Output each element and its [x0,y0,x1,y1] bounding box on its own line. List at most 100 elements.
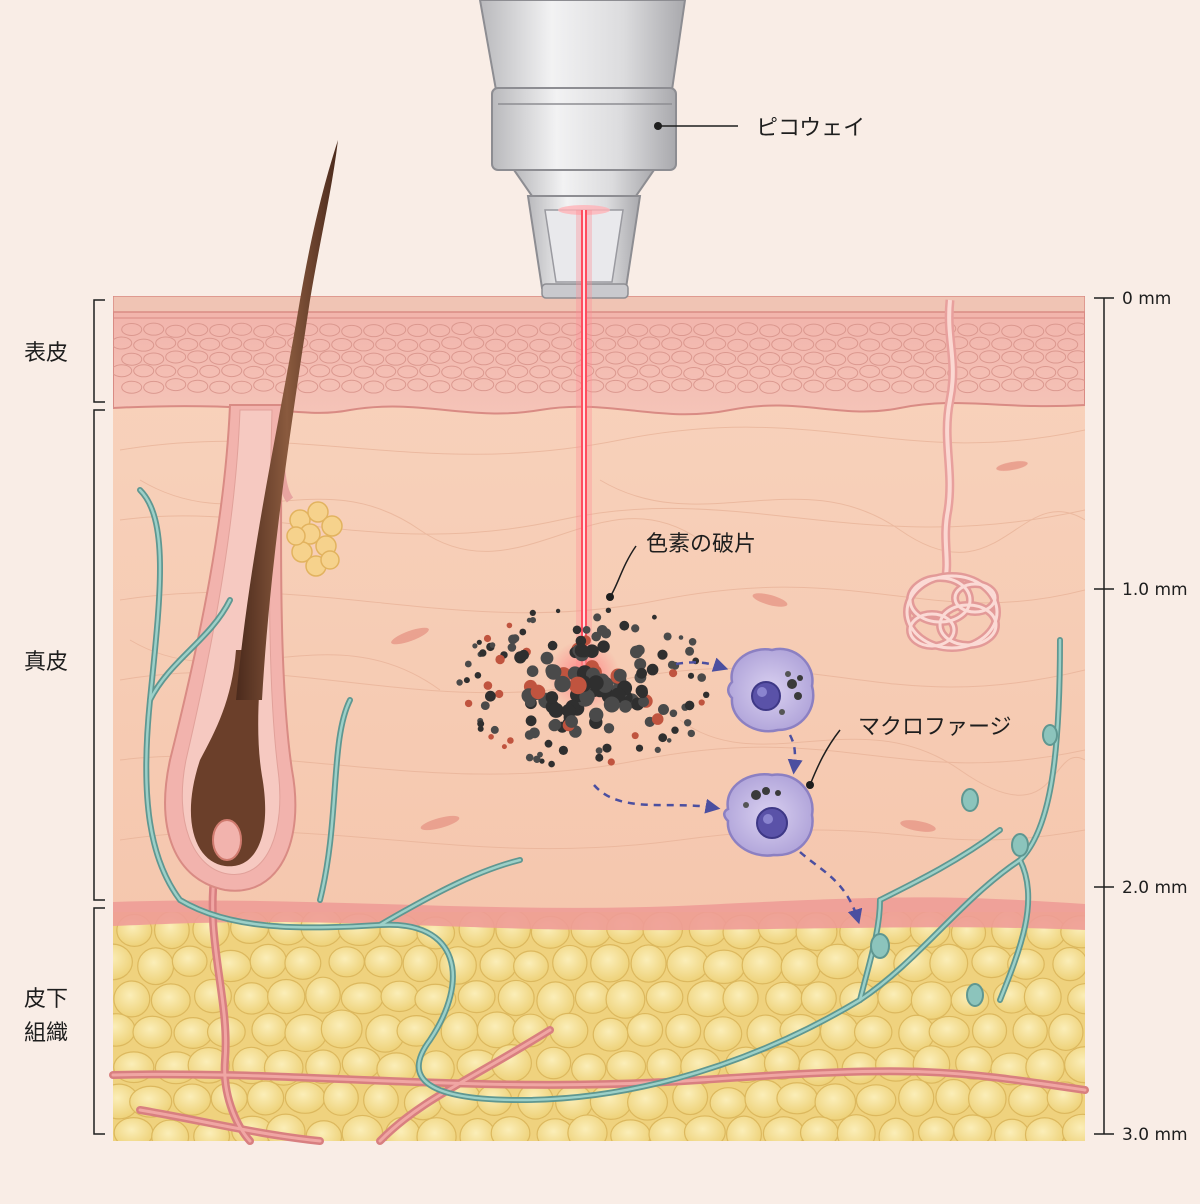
fat-cell [341,1114,384,1141]
pigment-particle [540,651,554,665]
fat-cell [132,1015,173,1049]
fat-cell [971,1013,1008,1049]
keratinocyte [121,352,143,366]
keratinocyte [649,379,671,393]
pigment-particle [582,626,591,634]
keratinocyte [165,350,187,364]
keratinocyte [133,338,155,352]
pigment-particle [685,646,695,656]
keratinocyte [473,352,495,366]
fat-cell [1024,1117,1065,1141]
fat-cell [322,1080,359,1116]
keratinocyte [1035,365,1057,379]
layer-brackets [93,299,105,1135]
keratinocyte [671,323,693,337]
pigment-particle [603,723,615,734]
keratinocyte [463,366,485,380]
pigment-particle [507,643,517,652]
keratinocyte [265,364,287,378]
keratinocyte [495,324,517,338]
keratinocyte [451,378,473,392]
keratinocyte [407,352,429,366]
keratinocyte [495,352,517,366]
fat-cell [457,980,496,1014]
fat-cell [173,1016,213,1049]
fat-cell [666,945,709,983]
keratinocyte [375,364,397,378]
pigment-particle [684,719,692,727]
keratinocyte [121,380,143,394]
fat-cell [665,1013,702,1049]
keratinocyte [143,380,165,394]
keratinocyte [913,351,935,365]
subcutis-label: 皮下 [24,987,68,1012]
fat-cell [610,1119,651,1141]
pigment-particle [687,729,695,738]
fat-cell [993,1118,1030,1141]
pigment-particle [602,743,612,753]
keratinocyte [529,365,551,379]
keratinocyte [693,352,715,366]
pigment-label: 色素の破片 [646,532,756,557]
keratinocyte [199,337,221,351]
fat-cell [780,948,821,986]
keratinocyte [551,336,573,350]
fat-cell [776,1082,818,1115]
keratinocyte [187,350,209,364]
fat-cell [479,947,517,982]
pigment-particle [518,649,529,661]
keratinocyte [385,323,407,337]
fat-cell [251,1012,288,1047]
keratinocyte [1023,378,1045,392]
pigment-particle [578,646,590,658]
keratinocyte [727,338,749,352]
keratinocyte [957,380,979,394]
pigment-particle [464,660,472,668]
keratinocyte [331,364,353,378]
pigment-particle [474,672,482,679]
fat-cell [113,943,133,981]
fat-cell [113,980,151,1018]
fat-cell [284,1081,326,1114]
keratinocyte [693,322,715,336]
keratinocyte [991,337,1013,351]
keratinocyte [517,380,539,394]
keratinocyte [463,336,485,350]
keratinocyte [727,365,749,379]
fat-cell [683,1115,726,1141]
pigment-particle [479,649,487,657]
keratinocyte [815,365,837,379]
keratinocyte [113,336,133,350]
keratinocyte [243,365,265,379]
pigment-particle [658,733,668,743]
dermis-label: 真皮 [24,650,68,675]
fat-cell [535,1046,572,1080]
keratinocyte [683,336,705,350]
fibroblasts [391,461,1028,832]
pigment-particle [490,725,499,734]
pigment-particle [663,632,672,641]
fat-cell [645,980,684,1014]
pigment-particle [524,730,535,740]
device-label: ピコウェイ [756,116,865,141]
pigment-particle [525,715,537,727]
fat-cell [402,944,438,983]
fat-cell [725,1115,762,1141]
keratinocyte [363,380,385,394]
fat-cell [340,982,384,1015]
pigment-particle [483,634,492,643]
keratinocyte [187,379,209,393]
keratinocyte [385,352,407,366]
keratinocyte [683,366,705,380]
keratinocyte [793,337,815,351]
keratinocyte [209,380,231,394]
keratinocyte [495,380,517,394]
fat-cell [574,981,611,1014]
keratinocyte [319,350,341,364]
keratinocyte [705,364,727,378]
pigment-particle [669,669,678,678]
keratinocyte [957,323,979,337]
keratinocyte [1045,378,1067,392]
pigment-particle [554,675,571,693]
keratinocyte [605,351,627,365]
